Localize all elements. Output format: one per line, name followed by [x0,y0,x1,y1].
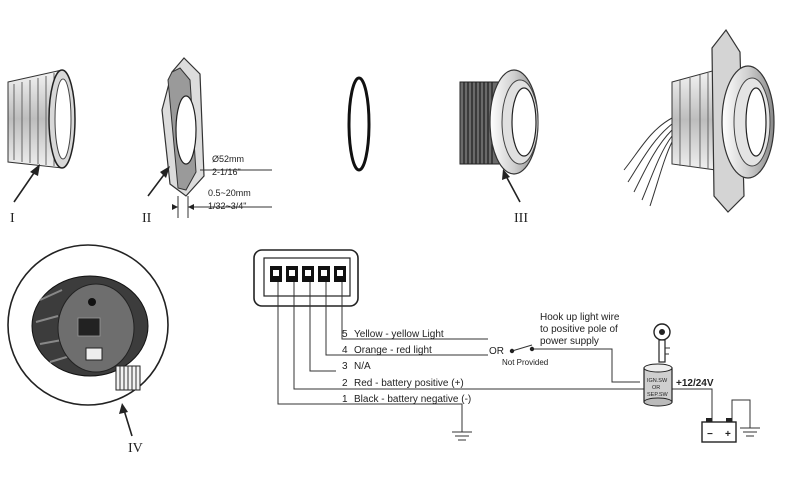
connector-block [253,249,359,307]
assembled-gauge [623,28,775,213]
voltage-label: +12/24V [676,378,714,389]
ground-symbol-right [740,427,760,437]
hookup-note-line-1: Hook up light wire [540,312,620,323]
not-provided-label: Not Provided [502,358,548,367]
wire-4-label: Orange - red light [354,345,432,356]
wire-5-label: Yellow - yellow Light [354,329,444,340]
switch-label-or: OR [652,385,660,391]
diameter-in-label: 2-1/16" [212,167,241,177]
part-i-knurled-nut: I [7,69,76,226]
part-iii-label: III [514,211,528,226]
switch-label-ign: IGN.SW [647,378,668,384]
wire-1-label: Black - battery negative (-) [354,394,471,405]
part-ii-mounting-bracket: Ø52mm 2-1/16" 0.5~20mm 1/32~3/4" II [142,57,272,226]
part-iv-label: IV [128,441,143,456]
part-ii-label: II [142,211,152,226]
o-ring [347,76,371,172]
wire-2-num: 2 [342,378,348,389]
part-i-label: I [10,211,15,226]
switch-label-sep: SEP.SW [647,392,668,398]
hookup-note-line-3: power supply [540,336,599,347]
ignition-key-icon [653,323,671,363]
battery-icon: − + [701,418,737,443]
hookup-note: Hook up light wire to positive pole of p… [540,312,620,347]
battery-plus: + [725,429,731,440]
battery-minus: − [707,429,713,440]
wire-5-num: 5 [342,329,348,340]
wire-1-num: 1 [342,394,348,405]
wire-3-label: N/A [354,361,371,372]
or-label: OR [489,346,504,357]
wire-3-num: 3 [342,361,348,372]
thickness-mm-label: 0.5~20mm [208,188,251,198]
part-iv-rear-view: IV [7,244,169,456]
ground-symbol-left [452,431,472,441]
wire-2-label: Red - battery positive (+) [354,378,464,389]
wire-4-num: 4 [342,345,348,356]
diameter-mm-label: Ø52mm [212,154,244,164]
part-iii-threaded-bezel: III [459,69,539,226]
wire-labels: 5 Yellow - yellow Light 4 Orange - red l… [342,329,471,405]
ignition-switch: IGN.SW OR SEP.SW [643,363,673,407]
thickness-in-label: 1/32~3/4" [208,201,246,211]
wiring-lines [277,282,751,432]
hookup-note-line-2: to positive pole of [540,324,618,335]
